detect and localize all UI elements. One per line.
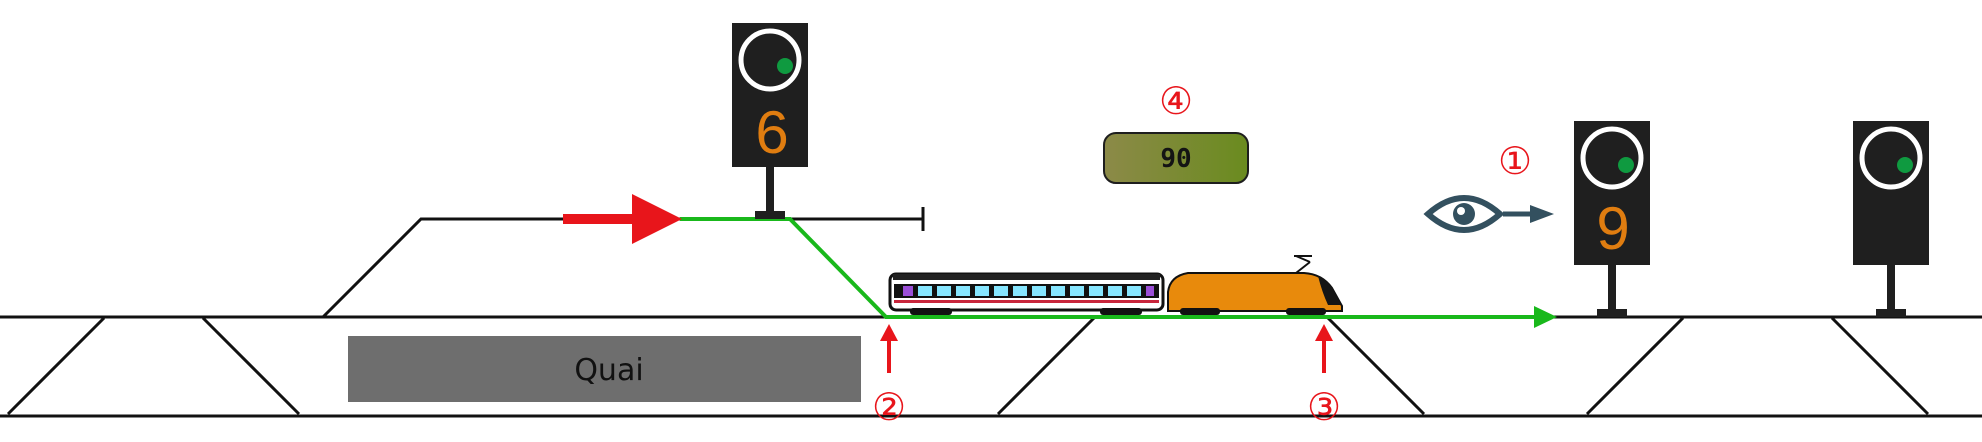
- marker-3-arrow-head: [1315, 324, 1333, 341]
- coach-window: [1127, 286, 1141, 296]
- signal-c-lamp-ring: [1859, 126, 1923, 190]
- coach-roof: [893, 274, 1160, 280]
- signal-c-mast: [1887, 265, 1895, 311]
- signal-c: [1853, 121, 1929, 317]
- crossover-diagonal: [1585, 316, 1685, 416]
- coach-window: [956, 286, 970, 296]
- eye-icon: [1423, 195, 1505, 233]
- coach-window: [1108, 286, 1122, 296]
- signal-a-lamp-ring: [738, 28, 802, 92]
- signal-a: 6: [732, 23, 808, 219]
- locomotive-bogie: [1180, 308, 1220, 315]
- siding-track: [321, 217, 923, 319]
- marker-2: ②: [872, 324, 906, 429]
- signal-a-base: [755, 211, 785, 219]
- signal-b-green-lamp: [1618, 157, 1634, 173]
- marker-4-label: ④: [1159, 79, 1193, 123]
- signal-c-base: [1876, 309, 1906, 317]
- coach-window: [918, 286, 932, 296]
- speed-display-panel: [1103, 132, 1249, 184]
- crossover-diagonal: [1830, 316, 1930, 416]
- marker-1-label: ①: [1498, 139, 1532, 183]
- signal-a-mast: [766, 167, 774, 213]
- platform-body: [348, 336, 861, 402]
- crossover-diagonal: [1326, 316, 1426, 416]
- locomotive-bogie: [1286, 308, 1326, 315]
- locomotive-pantograph: [1295, 261, 1311, 274]
- locomotive-windshield: [1318, 276, 1341, 305]
- coach-window: [1051, 286, 1065, 296]
- driver-view: [1423, 195, 1554, 233]
- eye-iris: [1453, 203, 1475, 225]
- marker-3-label: ③: [1307, 385, 1341, 429]
- eye-pupil: [1457, 207, 1465, 215]
- coach-bogie: [910, 308, 952, 315]
- coach-window: [1032, 286, 1046, 296]
- signal-a-green-lamp: [777, 58, 793, 74]
- coach-window: [1089, 286, 1103, 296]
- speed-display-value: 90: [1160, 144, 1191, 174]
- locomotive: [1167, 255, 1343, 315]
- eye-arrow-head: [1530, 205, 1554, 223]
- entry-arrow-shaft: [563, 214, 636, 224]
- route-arrowhead: [1534, 306, 1557, 328]
- entry-arrow-head: [632, 194, 682, 244]
- coach-window: [1146, 286, 1154, 296]
- crossover-diagonal: [201, 316, 301, 416]
- train: [888, 255, 1343, 315]
- signal-c-green-lamp: [1897, 157, 1913, 173]
- coach-bogie: [1100, 308, 1142, 315]
- coach-window: [1013, 286, 1027, 296]
- crossover-diagonal: [6, 316, 106, 416]
- coach-window: [994, 286, 1008, 296]
- coach-window: [975, 286, 989, 296]
- marker-4: ④: [1159, 79, 1193, 123]
- platform: Quai: [348, 336, 861, 402]
- signal-a-speed-indicator: 6: [755, 99, 788, 166]
- signal-b-speed-indicator: 9: [1596, 195, 1629, 262]
- route: [680, 217, 1557, 328]
- marker-2-arrow-head: [880, 324, 898, 341]
- coach-window: [903, 286, 913, 296]
- marker-2-label: ②: [872, 385, 906, 429]
- signal-b-lamp-ring: [1580, 126, 1644, 190]
- crossover-diagonal: [996, 316, 1096, 416]
- coach-stripe: [894, 300, 1159, 303]
- speed-display: 90: [1103, 132, 1249, 184]
- coach-window: [1070, 286, 1084, 296]
- coach-window: [937, 286, 951, 296]
- route-line: [680, 217, 1538, 319]
- marker-1: ①: [1498, 139, 1532, 183]
- signal-b: 9: [1574, 121, 1650, 317]
- entry-arrow: [563, 194, 682, 244]
- locomotive-body: [1167, 272, 1343, 312]
- passenger-coach: [888, 272, 1165, 315]
- signal-b-mast: [1608, 265, 1616, 311]
- marker-3: ③: [1307, 324, 1341, 429]
- platform-label: Quai: [574, 353, 643, 388]
- signal-b-base: [1597, 309, 1627, 317]
